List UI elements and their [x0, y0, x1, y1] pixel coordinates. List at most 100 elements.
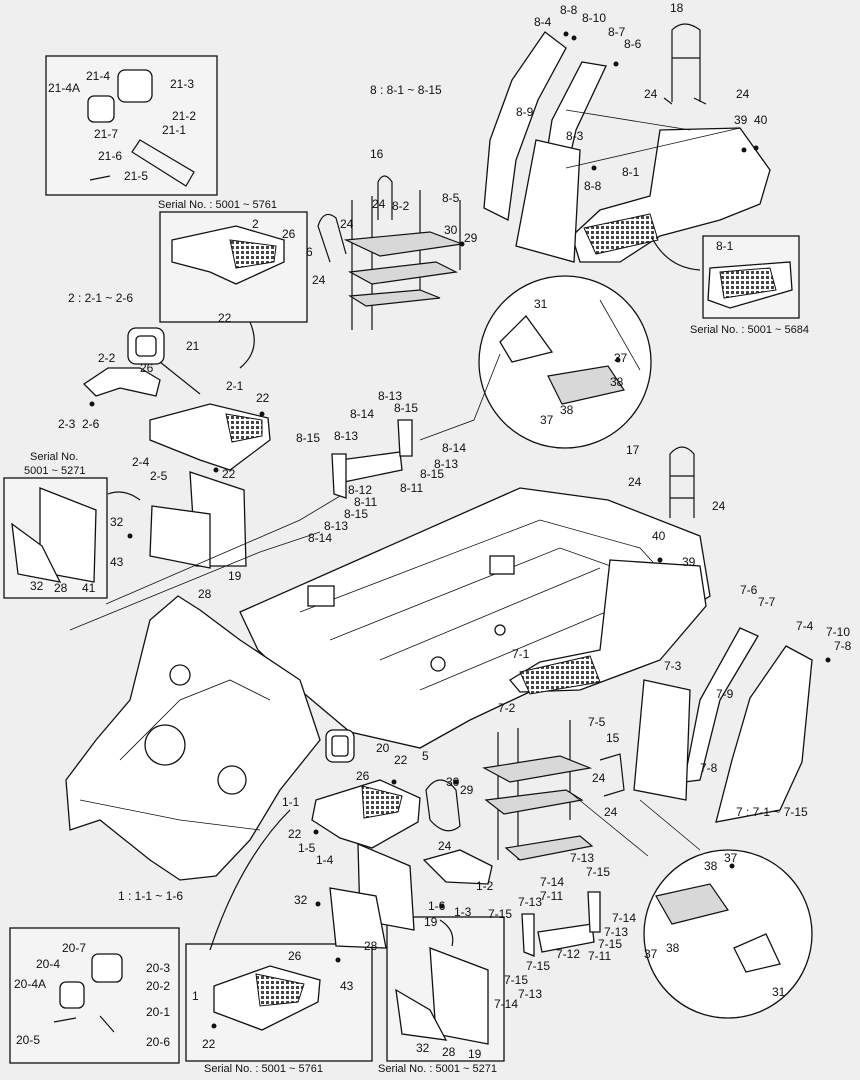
callout: 29 [460, 783, 474, 797]
lamp-detail-box-20 [9, 927, 180, 1064]
callout: 21-4A [48, 81, 80, 95]
callout: 19 [228, 569, 242, 583]
mudflap-bottom-detail [395, 947, 489, 1045]
callout: 7-13 [570, 851, 594, 865]
callout: 7-5 [588, 715, 606, 729]
callout: 31 [772, 985, 786, 999]
callout: 28 [364, 939, 378, 953]
callout: 15 [606, 731, 620, 745]
callout: 7-15 [504, 973, 528, 987]
handrail-17 [669, 446, 695, 518]
callout: 7-15 [488, 907, 512, 921]
callout: 38 [610, 375, 624, 389]
callout: 1-1 [282, 795, 300, 809]
legend-group-7: 7 : 7-1 ~ 7-15 [736, 805, 808, 819]
callout: 2-6 [82, 417, 100, 431]
callout: 40 [754, 113, 768, 127]
callout: 26 [282, 227, 296, 241]
callout: 20-5 [16, 1033, 40, 1047]
callout: 21-2 [172, 109, 196, 123]
callout: 7-3 [664, 659, 682, 673]
callout: 20-4 [36, 957, 60, 971]
step-8-12 [331, 419, 413, 499]
callout: 26 [288, 949, 302, 963]
callout: 40 [652, 529, 666, 543]
legend-group-1: 1 : 1-1 ~ 1-6 [118, 889, 183, 903]
callout: 7-13 [518, 895, 542, 909]
callout: 8-2 [392, 199, 410, 213]
wedge-31-top [499, 315, 625, 405]
handrail-18 [663, 23, 707, 105]
callout: 24 [592, 771, 606, 785]
callout: 1 [192, 989, 199, 1003]
callout: 1-6 [428, 899, 446, 913]
callout: 8-6 [624, 37, 642, 51]
callout: 21-5 [124, 169, 148, 183]
callout: 21-1 [162, 123, 186, 137]
callout: 7-11 [540, 889, 563, 903]
callout: 22 [288, 827, 302, 841]
handrail-15 [599, 753, 625, 797]
callout: 28 [442, 1045, 456, 1059]
mudflap-left-detail [11, 487, 97, 583]
callout: 8-14 [442, 441, 466, 455]
callout: 8-15 [394, 401, 418, 415]
callout: 20-2 [146, 979, 170, 993]
callout: 1-5 [298, 841, 316, 855]
callout: 37 [724, 851, 738, 865]
callout: 2-3 [58, 417, 76, 431]
callout: 22 [218, 311, 232, 325]
handrail-6 [317, 213, 347, 263]
callout: 1-3 [454, 905, 472, 919]
legend-group-8: 8 : 8-1 ~ 8-15 [370, 83, 442, 97]
callout: 7-14 [494, 997, 518, 1011]
callout: 8-15 [296, 431, 320, 445]
step-assembly-7-2 [482, 720, 594, 861]
callout: 2-2 [98, 351, 116, 365]
fender-1-detail [213, 965, 321, 1031]
callout: 8-14 [350, 407, 374, 421]
fender-7-4 [683, 627, 813, 823]
callout: 18 [670, 1, 684, 15]
callout: 22 [394, 753, 408, 767]
callout: 8-12 [348, 483, 372, 497]
callout: 8-14 [308, 531, 332, 545]
callout: 8-13 [434, 457, 458, 471]
callout: 37 [644, 947, 658, 961]
callout: 1-4 [316, 853, 334, 867]
callout: 29 [464, 231, 478, 245]
legend-group-2: 2 : 2-1 ~ 2-6 [68, 291, 133, 305]
serial-note-5761-bottom: Serial No. : 5001 ~ 5761 [204, 1063, 323, 1075]
callout: 8-13 [334, 429, 358, 443]
callout: 32 [30, 579, 44, 593]
callout: 24 [312, 273, 326, 287]
callout: 8-15 [420, 467, 444, 481]
step-assembly-8-2 [343, 190, 463, 330]
floor-plate-8-1-detail [707, 261, 793, 309]
callout: 39 [682, 555, 696, 569]
callout: 20-3 [146, 961, 170, 975]
callout: 7-12 [556, 947, 580, 961]
callout: 7-7 [758, 595, 776, 609]
callout: 20-1 [146, 1005, 170, 1019]
callout: 8-1 [716, 239, 734, 253]
callout: 28 [198, 587, 212, 601]
serial-note-5761-top: Serial No. : 5001 ~ 5761 [158, 199, 277, 211]
callout: 39 [734, 113, 748, 127]
group-legends: 8 : 8-1 ~ 8-15 2 : 2-1 ~ 2-6 7 : 7-1 ~ 7… [68, 83, 808, 903]
lamp-20 [325, 729, 355, 763]
callout: 24 [372, 197, 386, 211]
callout: 19 [424, 915, 438, 929]
callout: 8-8 [560, 3, 578, 17]
callout: 7-14 [612, 911, 636, 925]
callout: 2-1 [226, 379, 244, 393]
floor-plate-7-1 [509, 559, 707, 695]
callout: 2-5 [150, 469, 168, 483]
callout: 24 [644, 87, 658, 101]
callout: 8-11 [354, 495, 377, 509]
step-7-12 [521, 891, 601, 957]
callout: 8-11 [400, 481, 423, 495]
callout: 24 [712, 499, 726, 513]
